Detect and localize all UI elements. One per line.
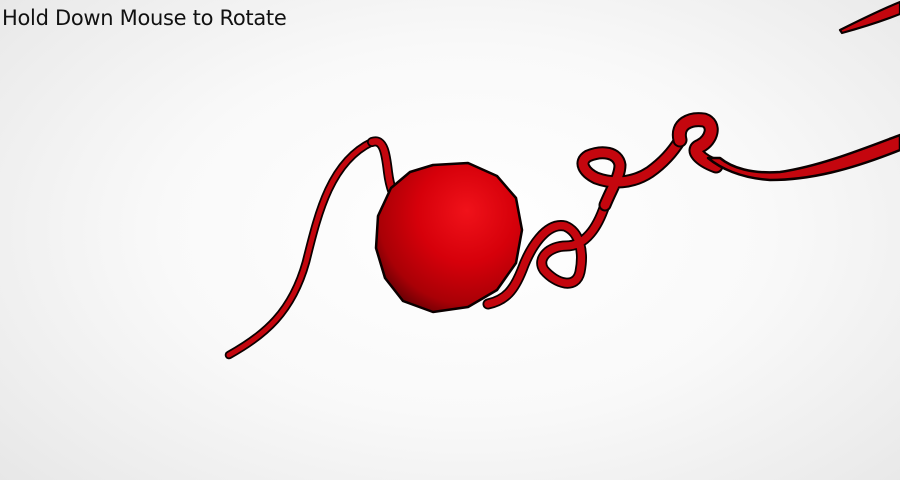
ribbon-left-tail <box>224 136 405 360</box>
ribbon-top-right-fragment <box>838 0 900 35</box>
ribbon-right-band <box>706 133 900 182</box>
red-sphere <box>374 161 524 314</box>
rotate-instruction-text: Hold Down Mouse to Rotate <box>2 6 287 30</box>
ribbon-coils <box>482 112 724 310</box>
